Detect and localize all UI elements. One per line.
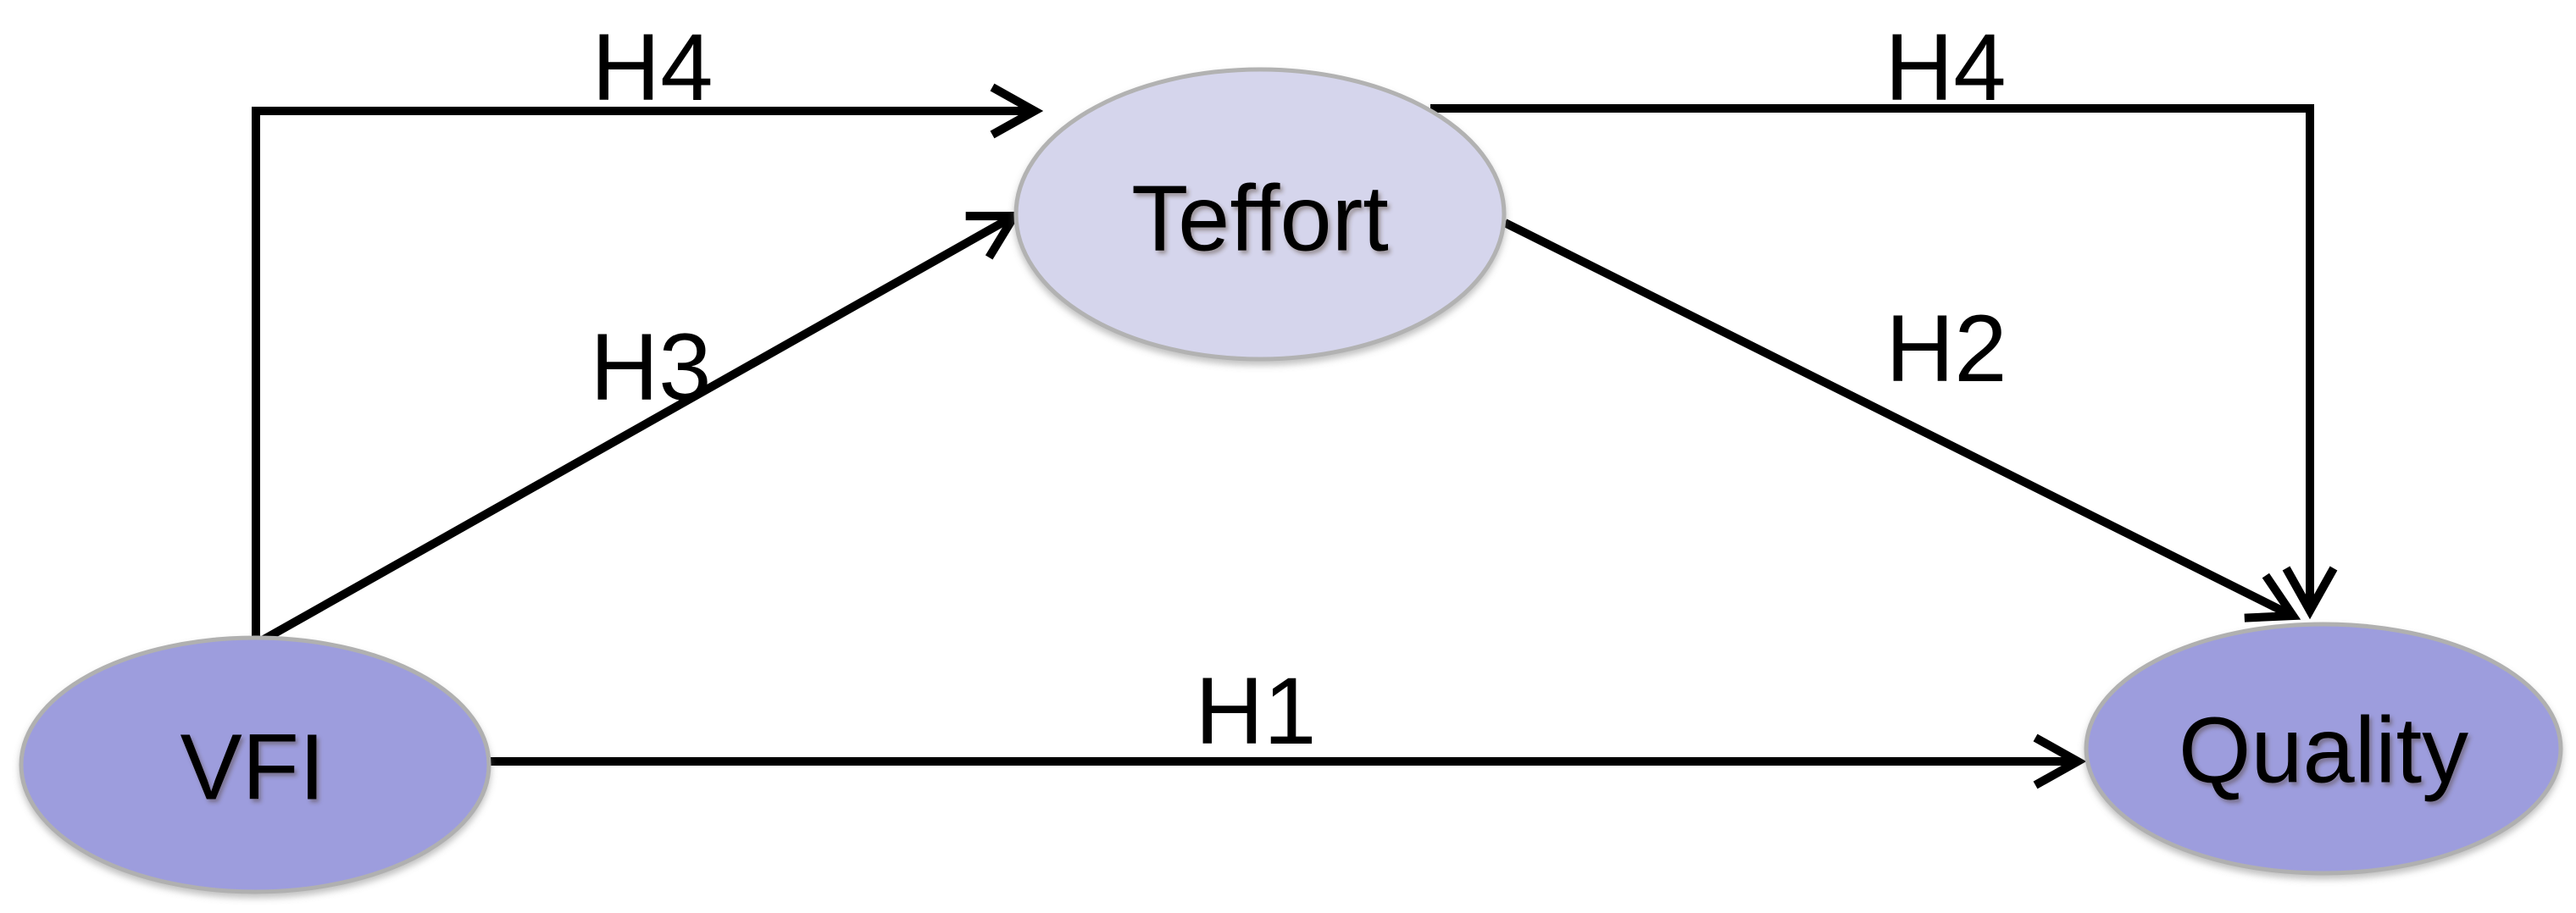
edge-h1-arrowhead <box>2033 733 2087 789</box>
edge-label-h4-right: H4 <box>1885 14 2006 120</box>
edge-label-h4-left: H4 <box>591 14 713 120</box>
edge-h4-right-line <box>1430 104 2314 603</box>
node-ellipse-vfi <box>19 635 491 894</box>
edge-h4-right-arrowhead <box>2282 566 2338 620</box>
node-ellipse-teffort <box>1013 67 1507 362</box>
node-label-vfi: VFI <box>180 716 325 820</box>
node-label-quality: Quality <box>2179 699 2468 803</box>
edge-h1-arrow <box>487 733 2087 789</box>
node-labels-layer: VFI Teffort Quality <box>180 167 2468 820</box>
edge-label-h2: H2 <box>1885 296 2007 401</box>
edge-label-h3: H3 <box>590 314 711 420</box>
edge-h2-arrow <box>1502 219 2301 622</box>
edge-h2-line <box>1502 219 2288 617</box>
edge-label-h1: H1 <box>1195 658 1316 764</box>
edge-h3-line <box>257 216 1009 646</box>
edge-h4-left-arrow <box>252 83 1044 642</box>
edge-h4-left-line <box>252 107 1027 642</box>
edge-h4-left-arrowhead <box>990 83 1044 139</box>
node-ellipse-quality <box>2084 622 2563 876</box>
edge-h2-arrowhead <box>2244 573 2301 622</box>
node-label-teffort: Teffort <box>1131 167 1389 271</box>
edge-h4-right-arrow <box>1430 104 2338 620</box>
nodes-layer <box>19 67 2563 894</box>
